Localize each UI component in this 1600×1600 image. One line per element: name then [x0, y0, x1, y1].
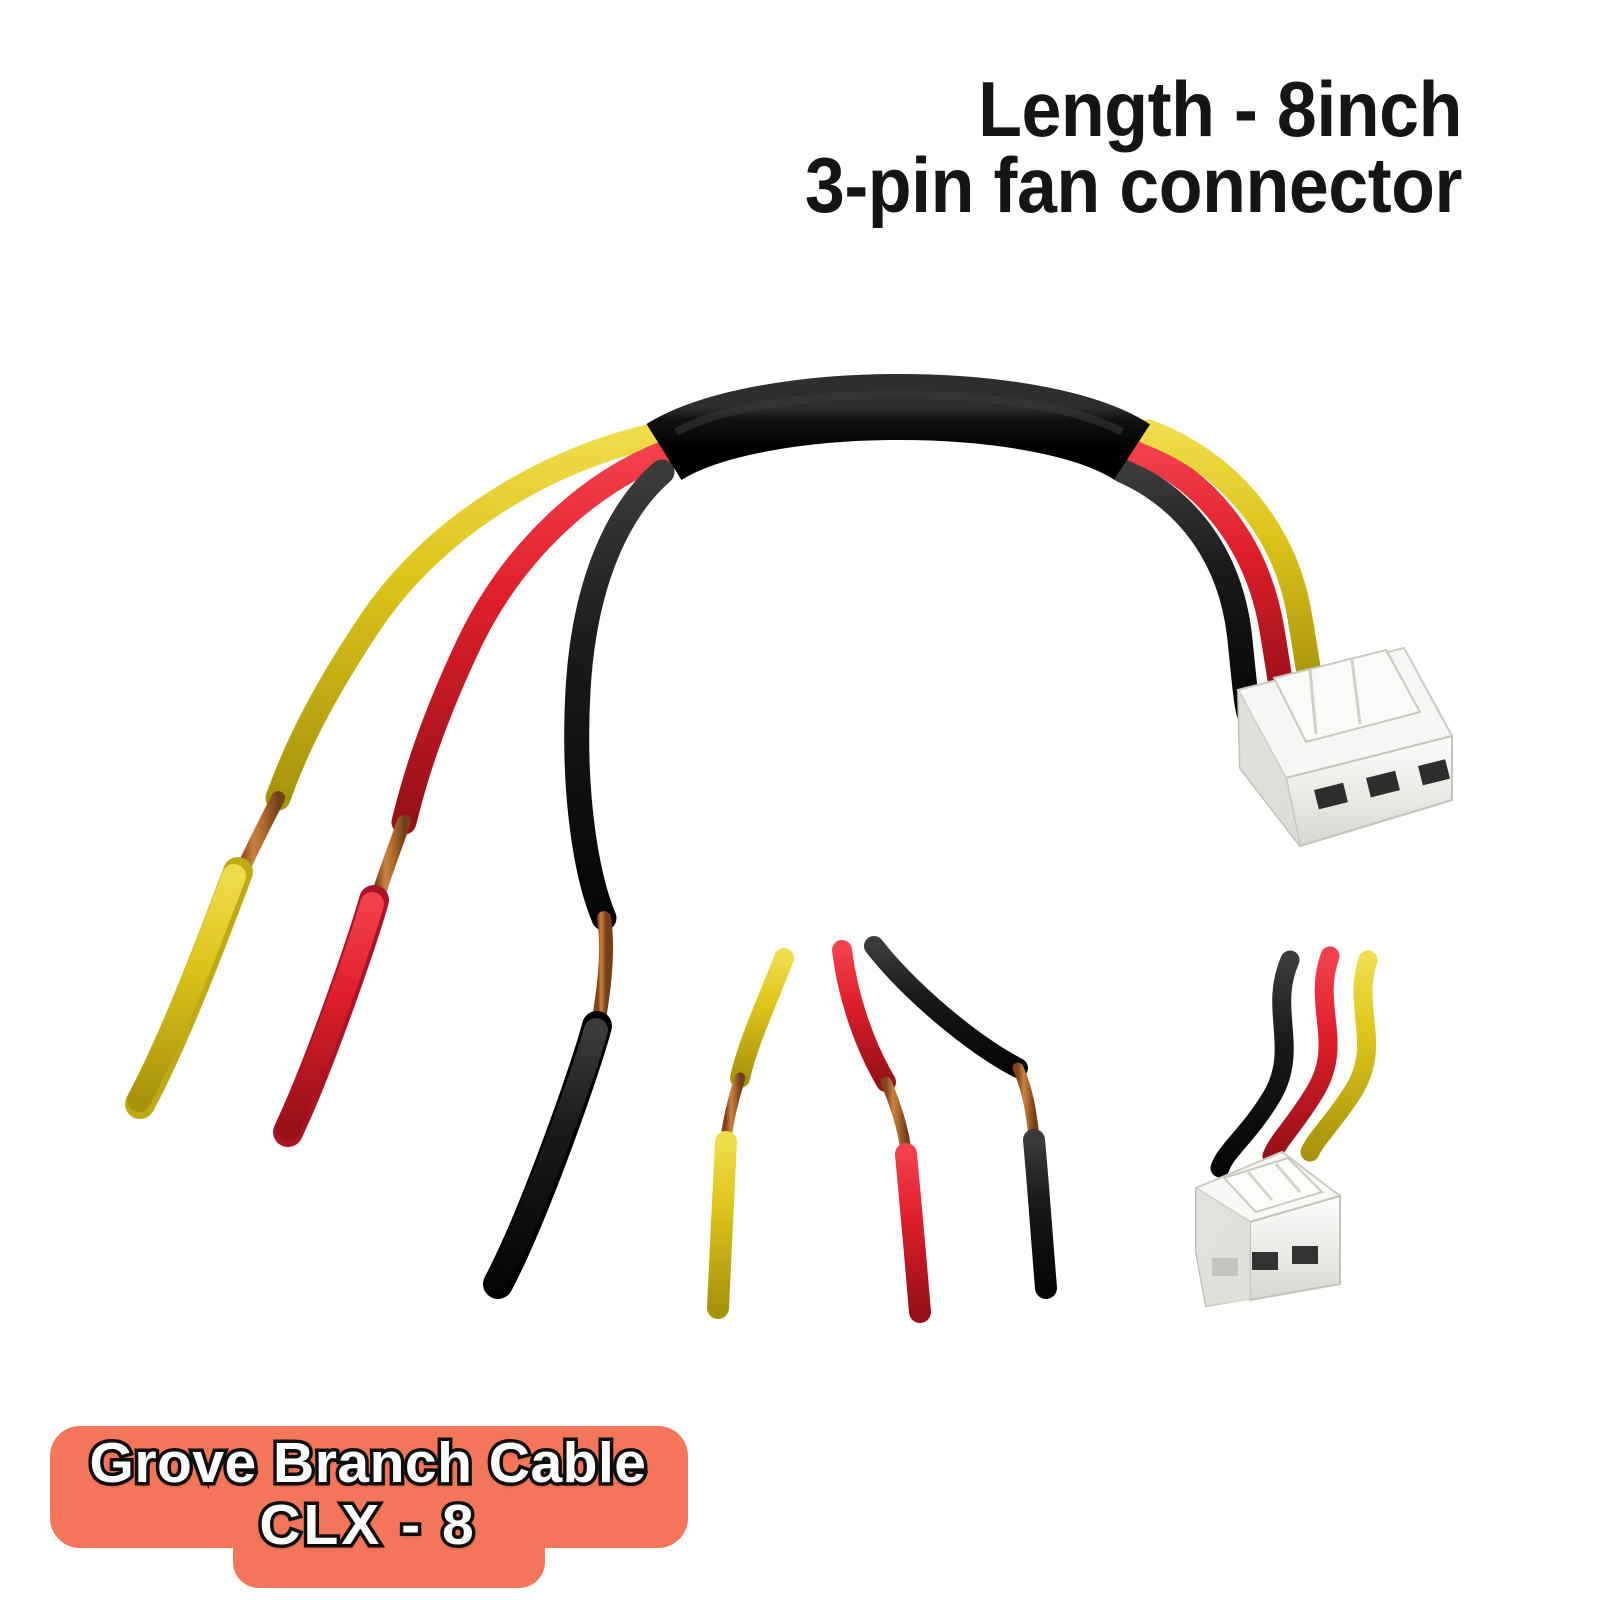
detail-wire-black — [864, 936, 1028, 1078]
detail-view-wire-tips — [707, 936, 1057, 1323]
copper-strands-black-left — [591, 911, 613, 1031]
detail2-wire-red — [1262, 946, 1340, 1166]
wire-tip-red-left — [273, 885, 389, 1147]
detail-wire-red — [832, 940, 896, 1092]
badge-line-product-name: Grove Branch Cable — [86, 1430, 650, 1495]
wire-black-left — [564, 459, 675, 931]
title-line-connector: 3-pin fan connector — [804, 140, 1463, 229]
connector-pin-slot — [1418, 759, 1451, 786]
badge-pill-bottom — [233, 1500, 545, 1588]
wire-red-left — [391, 439, 681, 835]
wire-tip-yellow-left — [125, 857, 253, 1119]
detail-copper-red — [880, 1076, 912, 1158]
connector-main-3pin — [1236, 646, 1454, 848]
wire-tip-black-left — [483, 1011, 612, 1299]
connector-pin-slot — [1292, 1246, 1318, 1264]
detail-copper-black — [1012, 1062, 1040, 1144]
detail-tip-black — [1023, 1129, 1057, 1299]
badge-text: Grove Branch Cable CLX - 8 — [48, 1418, 688, 1593]
product-name-badge: Grove Branch Cable CLX - 8 — [48, 1418, 748, 1593]
detail-copper-yellow — [720, 1072, 746, 1146]
heat-shrink-bundle-sleeve — [646, 374, 1150, 481]
connector-detail-3pin — [1193, 1150, 1343, 1308]
title-line-length: Length - 8inch — [978, 65, 1462, 153]
badge-line-model-code: CLX - 8 — [256, 1492, 477, 1558]
detail-tip-red — [895, 1143, 931, 1323]
main-cable-assembly — [125, 374, 1454, 1299]
detail-tip-yellow — [707, 1131, 737, 1319]
detail2-wire-black — [1210, 950, 1300, 1178]
connector-pin-slot — [1252, 1252, 1278, 1270]
detail2-wire-yellow — [1300, 950, 1378, 1162]
detail-wire-yellow — [730, 948, 794, 1088]
wire-yellow-left — [265, 419, 685, 811]
detail-view-connector — [1193, 946, 1378, 1308]
connector-pin-slot — [1365, 770, 1400, 798]
connector-pin-slot — [1314, 782, 1348, 810]
page-title: Length - 8inch 3-pin fan connector — [0, 65, 1463, 229]
